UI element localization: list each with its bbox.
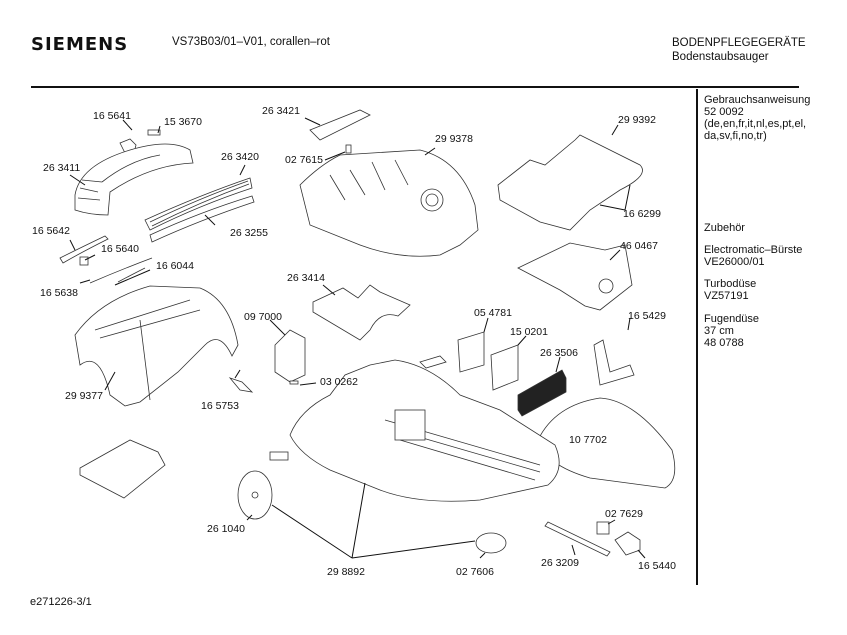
part-axle-block [269, 451, 289, 461]
part-switch [274, 329, 306, 383]
part-label[interactable]: 02 7615 [285, 154, 323, 166]
sidebar-divider [696, 89, 698, 585]
accessory-item: Electromatic–Bürste VE26000/01 [704, 244, 802, 268]
part-label[interactable]: 03 0262 [320, 376, 358, 388]
part-filter-frame [490, 344, 519, 391]
part-plate [312, 284, 411, 341]
part-label[interactable]: 02 7629 [605, 508, 643, 520]
category-block: BODENPFLEGEGERÄTE Bodenstaubsauger [672, 36, 806, 64]
category-subtitle: Bodenstaubsauger [672, 51, 769, 63]
accessory-item: Turbodüse VZ57191 [704, 278, 756, 302]
accessory-name: Electromatic–Bürste [704, 244, 803, 256]
part-seal [537, 397, 676, 489]
part-label[interactable]: 02 7606 [456, 566, 494, 578]
part-label[interactable]: 16 5638 [40, 287, 78, 299]
part-lid [497, 134, 643, 231]
part-bracket [593, 339, 635, 386]
part-filter-sheet [457, 331, 485, 373]
part-filter-pad [149, 195, 255, 243]
part-cable-a [89, 257, 153, 284]
part-label[interactable]: 26 3411 [43, 162, 81, 174]
part-label[interactable]: 16 5753 [201, 400, 239, 412]
part-label[interactable]: 26 3506 [540, 347, 578, 359]
part-label[interactable]: 26 3420 [221, 151, 259, 163]
part-label[interactable]: 15 0201 [510, 326, 548, 338]
part-small-spring [345, 144, 352, 154]
accessories-title: Zubehör [704, 222, 745, 234]
header-divider [31, 86, 799, 88]
part-label[interactable]: 26 1040 [207, 523, 245, 535]
accessory-name: Turbodüse [704, 278, 757, 290]
part-small-block-2 [419, 355, 447, 369]
accessory-code: VE26000/01 [704, 256, 765, 268]
part-label[interactable]: 26 3414 [287, 272, 325, 284]
part-label[interactable]: 16 5641 [93, 110, 131, 122]
part-label[interactable]: 16 5640 [101, 243, 139, 255]
part-swivel [475, 532, 507, 554]
accessory-size: 37 cm [704, 325, 734, 337]
part-label[interactable]: 15 3670 [164, 116, 202, 128]
part-label[interactable]: 16 5642 [32, 225, 70, 237]
part-label[interactable]: 29 8892 [327, 566, 365, 578]
part-lever [59, 235, 109, 264]
part-rail [544, 521, 611, 557]
part-label[interactable]: 26 3421 [262, 105, 300, 117]
accessory-item: Fugendüse 37 cm 48 0788 [704, 313, 759, 349]
accessory-code: 48 0788 [704, 337, 744, 349]
part-chassis [74, 285, 239, 407]
manual-info: Gebrauchsanweisung 52 0092 (de,en,fr,it,… [704, 94, 810, 142]
part-label[interactable]: 29 9377 [65, 390, 103, 402]
manual-languages: (de,en,fr,it,nl,es,pt,el, [704, 118, 807, 130]
part-label[interactable]: 09 7000 [244, 311, 282, 323]
part-label[interactable]: 29 9392 [618, 114, 656, 126]
part-label[interactable]: 16 6044 [156, 260, 194, 272]
part-label[interactable]: 16 6299 [623, 208, 661, 220]
part-label[interactable]: 26 3209 [541, 557, 579, 569]
part-clip-2 [596, 521, 610, 535]
part-label[interactable]: 16 5429 [628, 310, 666, 322]
part-housing [299, 149, 479, 257]
part-label[interactable]: 16 5440 [638, 560, 676, 572]
model-title: VS73B03/01–V01, corallen–rot [172, 36, 330, 48]
part-base-pad [79, 439, 166, 499]
part-cable-b [117, 267, 146, 283]
part-outlet [420, 188, 444, 212]
brand-logo: SIEMENS [31, 34, 129, 55]
part-label[interactable]: 05 4781 [474, 307, 512, 319]
manual-title: Gebrauchsanweisung [704, 94, 811, 106]
part-small-block [147, 129, 161, 136]
part-top-cover [74, 143, 194, 216]
document-id: e271226-3/1 [30, 596, 92, 608]
manual-number: 52 0092 [704, 106, 744, 118]
part-label[interactable]: 10 7702 [569, 434, 607, 446]
part-latch [228, 377, 254, 393]
part-label[interactable]: 46 0467 [620, 240, 658, 252]
part-lid-flap [309, 109, 371, 141]
part-pin [289, 380, 299, 385]
part-dust-bag [517, 242, 633, 311]
part-wheel [237, 470, 273, 520]
part-hepa-filter [517, 369, 567, 417]
part-hook [79, 256, 89, 266]
accessory-code: VZ57191 [704, 290, 749, 302]
part-label[interactable]: 26 3255 [230, 227, 268, 239]
manual-languages-cont: da,sv,fi,no,tr) [704, 130, 767, 142]
category-title: BODENPFLEGEGERÄTE [672, 37, 806, 49]
part-label[interactable]: 29 9378 [435, 133, 473, 145]
part-hose-clip [614, 531, 641, 556]
accessory-name: Fugendüse [704, 313, 760, 325]
